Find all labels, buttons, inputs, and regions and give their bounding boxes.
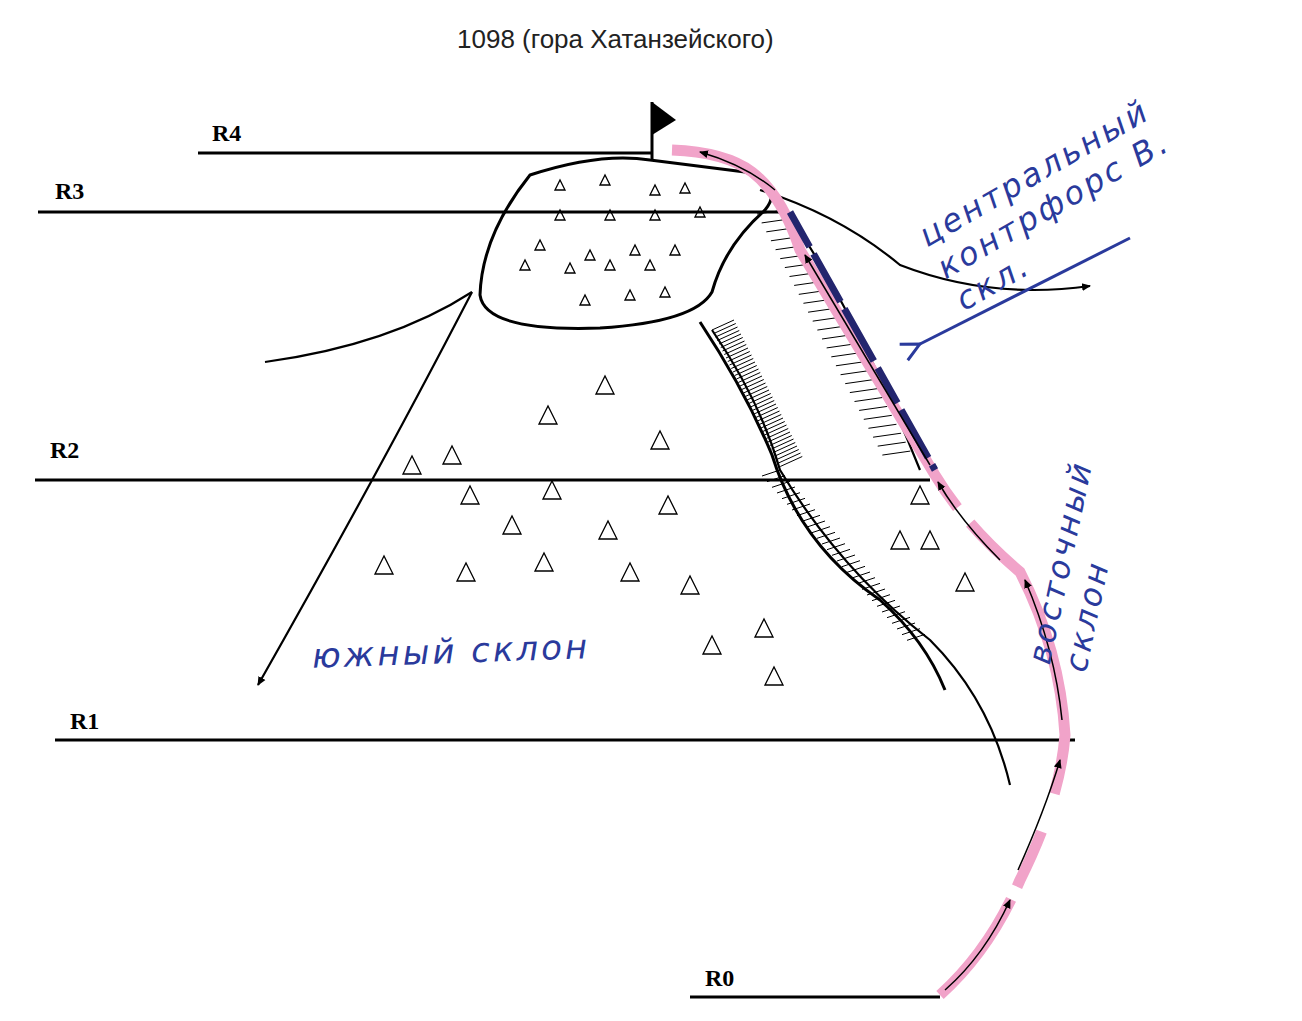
rock-symbol	[891, 531, 909, 549]
level-label: R1	[70, 708, 99, 735]
level-label: R4	[212, 120, 241, 147]
summit-flag	[652, 102, 676, 160]
rock-symbol	[503, 516, 521, 534]
hatch-stroke	[714, 324, 736, 334]
rock-symbol	[651, 431, 669, 449]
hatch-stroke	[873, 433, 901, 437]
hatch-stroke	[845, 380, 873, 384]
hatch-stroke	[836, 362, 864, 366]
hatch-stroke	[831, 353, 859, 357]
rock-symbol	[670, 245, 680, 255]
title: 1098 (гора Хатанзейского)	[457, 24, 774, 55]
rock-symbol	[765, 667, 783, 685]
rock-symbol	[585, 250, 595, 260]
hatch-stroke	[868, 424, 896, 428]
rock-symbol	[921, 531, 939, 549]
rock-symbol	[457, 563, 475, 581]
handwritten-note: восточный склон	[1021, 445, 1139, 675]
level-label: R2	[50, 437, 79, 464]
hatch-stroke	[712, 320, 734, 330]
hatch-stroke	[773, 443, 795, 453]
rock-symbol	[703, 636, 721, 654]
rock-symbol	[539, 406, 557, 424]
rock-symbol	[681, 576, 699, 594]
rock-symbol	[375, 556, 393, 574]
hatch-stroke	[775, 446, 797, 456]
hatch-stroke	[772, 439, 794, 449]
rock-symbol	[605, 260, 615, 270]
hatch-stroke	[721, 338, 743, 348]
level-label: R0	[705, 965, 734, 992]
rock-symbol	[555, 210, 565, 220]
rock-symbol	[596, 376, 614, 394]
rock-symbol	[695, 207, 705, 217]
hatch-stroke	[850, 389, 878, 393]
rock-symbol	[403, 456, 421, 474]
rock-symbol	[650, 210, 660, 220]
level-lines	[35, 153, 1075, 997]
rock-symbol	[660, 287, 670, 297]
rock-symbol	[461, 486, 479, 504]
hatch-stroke	[855, 398, 883, 402]
hatch-stroke	[882, 451, 910, 455]
hatch-stroke	[770, 436, 792, 446]
rock-symbol	[625, 290, 635, 300]
rock-symbol	[645, 260, 655, 270]
hatch-stroke	[780, 457, 802, 467]
rock-symbol	[520, 260, 530, 270]
rock-symbol	[911, 486, 929, 504]
handwritten-note: южный склон	[311, 627, 590, 676]
level-label: R3	[55, 178, 84, 205]
hatch-stroke	[864, 415, 892, 419]
rock-symbol	[543, 481, 561, 499]
hatch-stroke	[878, 442, 906, 446]
hatch-stroke	[716, 327, 738, 337]
rock-symbol	[580, 295, 590, 305]
hatch-stroke	[779, 453, 801, 463]
rock-symbol	[621, 563, 639, 581]
rock-symbol	[599, 521, 617, 539]
ridge-marking	[790, 212, 935, 470]
rock-symbol	[555, 180, 565, 190]
rock-symbol	[443, 446, 461, 464]
rock-symbol	[680, 183, 690, 193]
rock-symbol	[535, 553, 553, 571]
rock-symbol	[630, 245, 640, 255]
hatch-stroke	[719, 334, 741, 344]
hatch-stroke	[841, 371, 869, 375]
handwritten-note: центральный контрфорс В. скл.	[912, 72, 1227, 318]
rock-symbols	[375, 175, 974, 685]
hatch-stroke	[859, 406, 887, 410]
rock-symbol	[650, 185, 660, 195]
rock-symbol	[600, 175, 610, 185]
hatch-stroke	[717, 331, 739, 341]
rock-symbol	[956, 573, 974, 591]
rock-symbol	[755, 619, 773, 637]
rock-symbol	[605, 210, 615, 220]
hatch-stroke	[777, 450, 799, 460]
rock-symbol	[535, 240, 545, 250]
rock-symbol	[565, 263, 575, 273]
rock-symbol	[659, 496, 677, 514]
